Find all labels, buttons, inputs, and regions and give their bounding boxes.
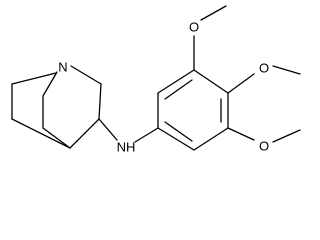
- bond-n-c7: [11, 72, 57, 85]
- ring-bond-3: [193, 69, 229, 94]
- bond-c4-c5: [42, 127, 71, 149]
- bond-c6-n: [42, 71, 58, 97]
- ring-double-bond-c: [164, 121, 193, 142]
- methoxy-mid-o-label: O: [259, 61, 269, 76]
- amine-linker: [98, 118, 159, 143]
- ring-bond-5: [193, 127, 229, 151]
- bond-c3-c4: [69, 118, 100, 149]
- bond-nh-aryl: [134, 127, 159, 143]
- bond-ring-o-mid: [227, 73, 255, 94]
- bridgehead-n-label: N: [58, 60, 67, 75]
- bond-ring-o-bottom: [227, 127, 255, 141]
- methoxy-top-o-label: O: [189, 20, 199, 35]
- structure-diagram: N NH O O O: [11, 5, 301, 155]
- ring-bond-2: [157, 69, 195, 94]
- bond-c8-c4: [11, 118, 71, 149]
- benzene-ring: [157, 69, 229, 151]
- bond-o-ch3-mid: [272, 65, 301, 75]
- molecule-drawing: N NH O O O: [11, 5, 301, 155]
- atom-labels: N NH O O O: [58, 20, 269, 155]
- methoxy-groups: [193, 5, 301, 143]
- bond-o-ch3-bottom: [272, 129, 301, 143]
- bond-o-ch3-top: [200, 5, 227, 21]
- ring-double-bond-a: [164, 79, 193, 100]
- quinuclidine-cage: [11, 65, 102, 149]
- bond-n-c2: [70, 65, 102, 85]
- bond-c2-c3: [98, 83, 102, 120]
- ring-bond-6: [157, 127, 195, 151]
- amine-nh-label: NH: [117, 140, 136, 155]
- bond-c3-nh: [98, 118, 118, 141]
- methoxy-bottom-o-label: O: [259, 139, 269, 154]
